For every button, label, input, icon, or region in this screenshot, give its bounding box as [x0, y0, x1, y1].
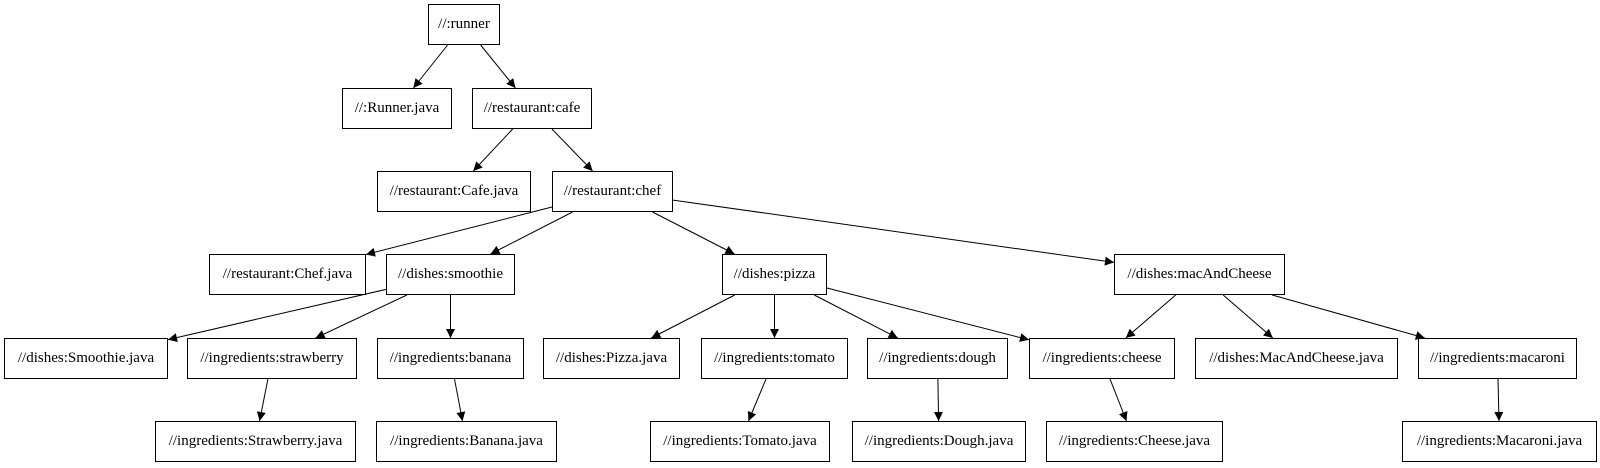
graph-edge-runner-to-runner_java: [413, 44, 448, 89]
graph-edge-chef-to-pizza: [652, 211, 735, 255]
graph-edge-macandcheese-to-macaroni: [1272, 294, 1425, 340]
graph-edge-pizza-to-dough: [814, 294, 898, 339]
graph-edge-smoothie-to-strawberry: [315, 294, 408, 339]
graph-node-runner_java: //:Runner.java: [342, 88, 452, 129]
graph-node-tomato_java: //ingredients:Tomato.java: [650, 421, 830, 462]
graph-edge-chef-to-chef_java: [365, 206, 553, 257]
graph-edge-pizza-to-cheese: [826, 287, 1030, 342]
graph-edge-strawberry-to-strawberry_java: [256, 378, 269, 422]
graph-node-dough: //ingredients:dough: [867, 338, 1008, 379]
graph-node-smoothie: //dishes:smoothie: [386, 254, 515, 295]
graph-edge-macaroni-to-macaroni_java: [1494, 378, 1504, 422]
graph-edge-runner-to-cafe: [480, 44, 516, 89]
graph-node-macandcheese_java: //dishes:MacAndCheese.java: [1195, 338, 1398, 379]
graph-node-tomato: //ingredients:tomato: [701, 338, 848, 379]
graph-node-runner: //:runner: [428, 4, 500, 45]
graph-node-cheese: //ingredients:cheese: [1029, 338, 1175, 379]
graph-node-banana: //ingredients:banana: [377, 338, 524, 379]
graph-node-dough_java: //ingredients:Dough.java: [852, 421, 1026, 462]
graph-node-macaroni_java: //ingredients:Macaroni.java: [1402, 421, 1597, 462]
graph-edge-chef-to-macandcheese: [672, 199, 1115, 266]
graph-edge-cheese-to-cheese_java: [1109, 378, 1128, 422]
graph-edge-pizza-to-pizza_java: [651, 294, 735, 339]
graph-node-smoothie_java: //dishes:Smoothie.java: [4, 338, 168, 379]
graph-edge-cafe-to-cafe_java: [472, 128, 514, 172]
graph-node-cheese_java: //ingredients:Cheese.java: [1046, 421, 1223, 462]
graph-node-chef: //restaurant:chef: [552, 171, 673, 212]
graph-node-banana_java: //ingredients:Banana.java: [376, 421, 557, 462]
graph-node-strawberry_java: //ingredients:Strawberry.java: [155, 421, 356, 462]
graph-edge-chef-to-smoothie: [490, 211, 573, 255]
graph-edge-cafe-to-chef: [551, 128, 593, 172]
graph-node-cafe_java: //restaurant:Cafe.java: [377, 171, 531, 212]
graph-edge-tomato-to-tomato_java: [747, 378, 767, 422]
graph-edge-macandcheese-to-cheese: [1125, 294, 1177, 339]
graph-edge-dough-to-dough_java: [933, 378, 943, 422]
graph-node-macandcheese: //dishes:macAndCheese: [1114, 254, 1285, 295]
graph-node-cafe: //restaurant:cafe: [472, 88, 592, 129]
graph-edge-macandcheese-to-macandcheese_java: [1222, 294, 1274, 339]
graph-node-pizza_java: //dishes:Pizza.java: [543, 338, 680, 379]
graph-edge-banana-to-banana_java: [454, 378, 466, 422]
graph-node-pizza: //dishes:pizza: [722, 254, 827, 295]
graph-node-chef_java: //restaurant:Chef.java: [209, 254, 366, 295]
graph-edge-smoothie-to-smoothie_java: [167, 288, 387, 342]
graph-node-strawberry: //ingredients:strawberry: [187, 338, 357, 379]
graph-node-macaroni: //ingredients:macaroni: [1418, 338, 1577, 379]
